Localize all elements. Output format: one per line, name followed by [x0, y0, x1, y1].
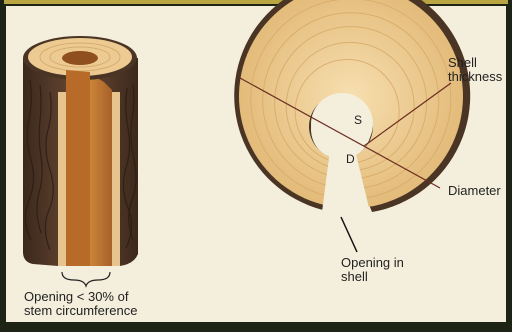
shell-marker-s: S	[354, 113, 362, 127]
opening-in-shell-label-line: Opening in	[341, 256, 404, 270]
opening-in-shell-label-line: shell	[341, 270, 404, 284]
log-opening-slot	[66, 70, 90, 266]
frame-top-strip	[4, 0, 508, 4]
log-top-hole	[62, 51, 98, 65]
diameter-label: Diameter	[448, 184, 501, 198]
log-wall-right	[112, 92, 120, 266]
opening-percent-label-line: Opening < 30% of	[24, 290, 137, 304]
diameter-marker-d: D	[346, 152, 355, 166]
shell-thickness-label-line: thickness	[448, 70, 502, 84]
opening-percent-label-line: stem circumference	[24, 304, 137, 318]
opening-percent-label: Opening < 30% of stem circumference	[24, 290, 137, 318]
opening-in-shell-label: Opening in shell	[341, 256, 404, 284]
shell-thickness-label-line: Shell	[448, 56, 502, 70]
log-wall-left	[58, 92, 66, 266]
hollow-log-illustration	[23, 36, 138, 286]
shell-thickness-label: Shell thickness	[448, 56, 502, 84]
